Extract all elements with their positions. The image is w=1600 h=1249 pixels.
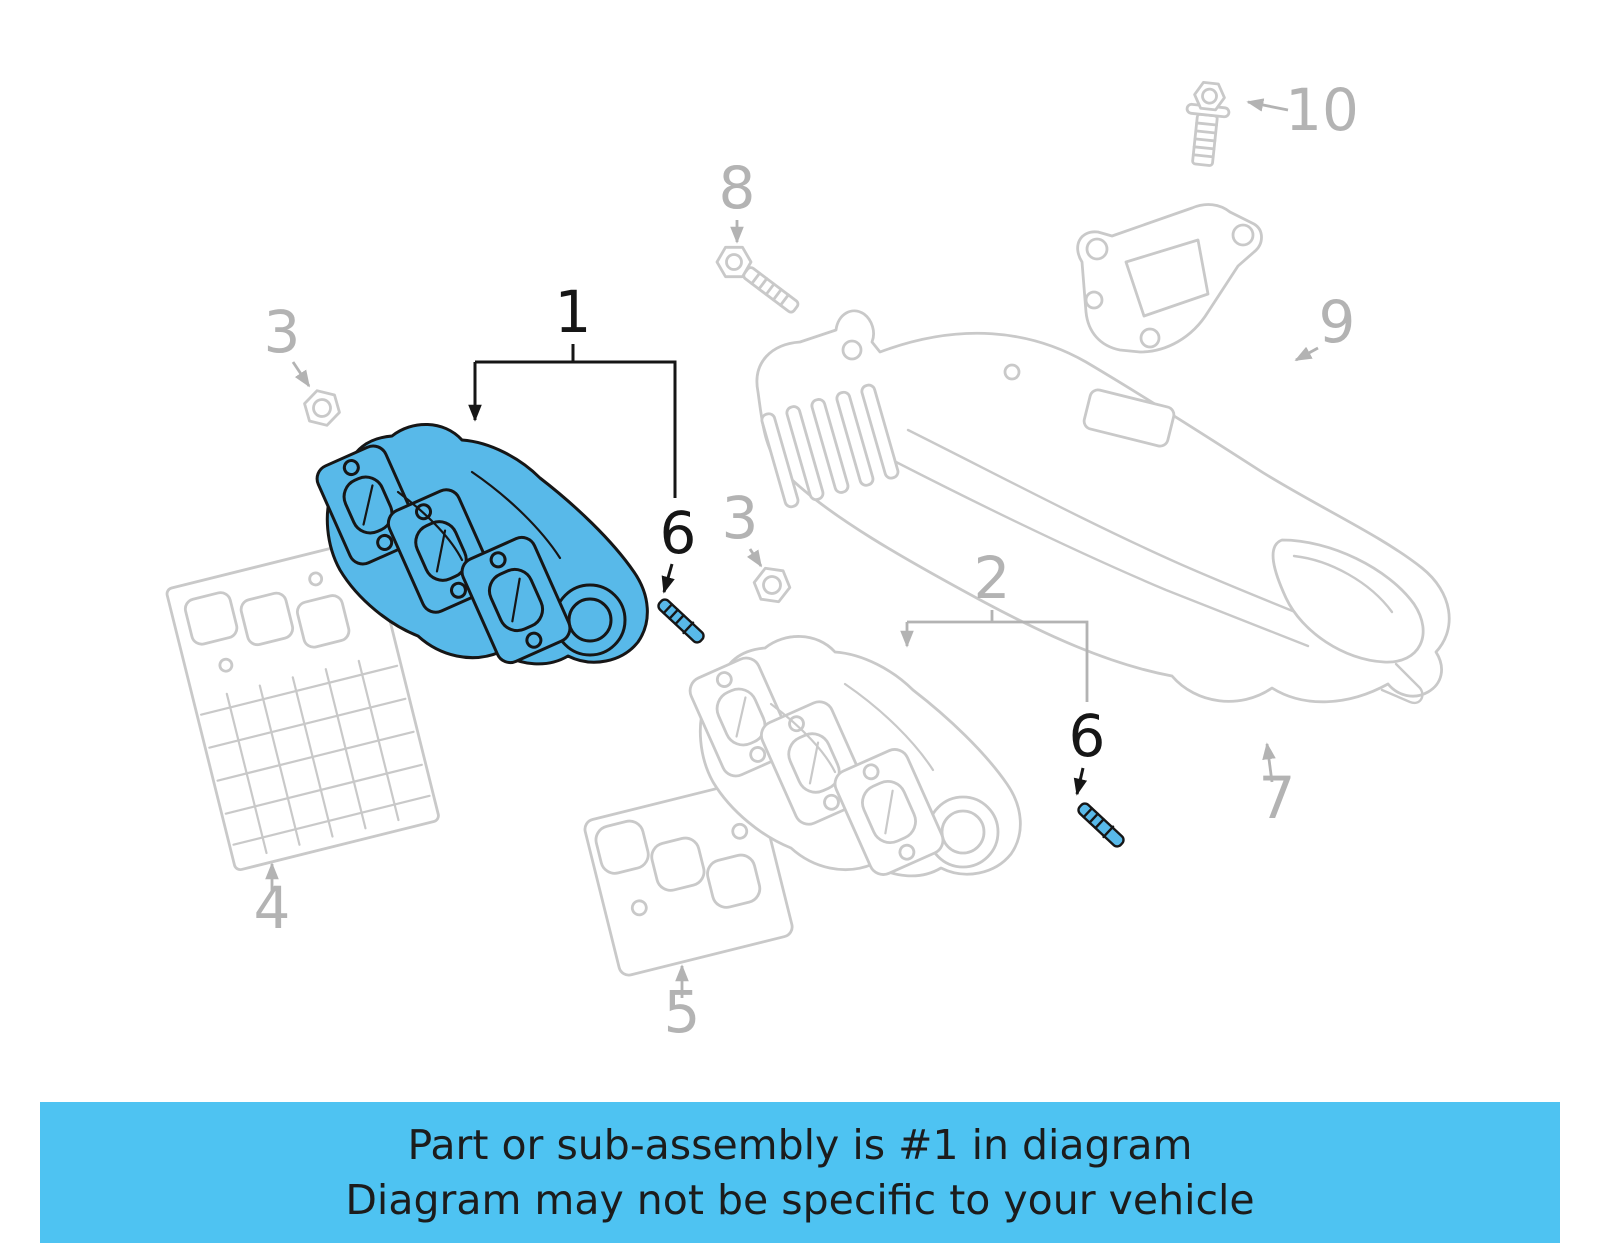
callout-4: 4 bbox=[254, 862, 290, 942]
callout-6-right: 6 bbox=[1069, 702, 1106, 796]
part-flange-bolt bbox=[715, 245, 800, 314]
callout-3-right-label: 3 bbox=[722, 484, 759, 552]
callout-9: 9 bbox=[1294, 288, 1356, 362]
part-manifold-gasket bbox=[583, 779, 794, 977]
footer-banner: Part or sub-assembly is #1 in diagram Di… bbox=[40, 1102, 1560, 1243]
callout-3-left-label: 3 bbox=[264, 298, 301, 366]
part-heat-shield-lower bbox=[165, 538, 440, 872]
part-stud-right bbox=[1074, 799, 1128, 851]
banner-line-1: Part or sub-assembly is #1 in diagram bbox=[407, 1121, 1193, 1170]
callout-7: 7 bbox=[1259, 742, 1296, 832]
part-support-bracket bbox=[1076, 203, 1263, 354]
callout-8-label: 8 bbox=[719, 154, 756, 222]
callout-6-left: 6 bbox=[660, 499, 697, 594]
part-heat-shield-upper bbox=[755, 309, 1451, 705]
callout-9-label: 9 bbox=[1319, 288, 1356, 356]
callout-10-label: 10 bbox=[1285, 76, 1359, 144]
callout-8: 8 bbox=[719, 154, 756, 244]
callout-2-label: 2 bbox=[974, 544, 1011, 612]
shield-louvers bbox=[760, 383, 900, 509]
callout-7-label: 7 bbox=[1259, 764, 1296, 832]
callout-1: 1 bbox=[468, 278, 677, 498]
callout-6-right-label: 6 bbox=[1069, 702, 1106, 770]
callout-1-label: 1 bbox=[555, 278, 592, 346]
part-stud-left bbox=[654, 595, 708, 647]
callout-10: 10 bbox=[1246, 76, 1359, 144]
callout-3-left: 3 bbox=[264, 298, 311, 388]
part-nut-center bbox=[750, 565, 794, 605]
callout-5: 5 bbox=[664, 964, 700, 1046]
part-bracket-bolt bbox=[1185, 81, 1231, 167]
part-nut-upper-left bbox=[299, 387, 345, 429]
callout-2: 2 bbox=[900, 544, 1089, 702]
callout-3-right: 3 bbox=[722, 484, 763, 568]
callout-6-left-label: 6 bbox=[660, 499, 697, 567]
banner-line-2: Diagram may not be specific to your vehi… bbox=[345, 1175, 1255, 1224]
